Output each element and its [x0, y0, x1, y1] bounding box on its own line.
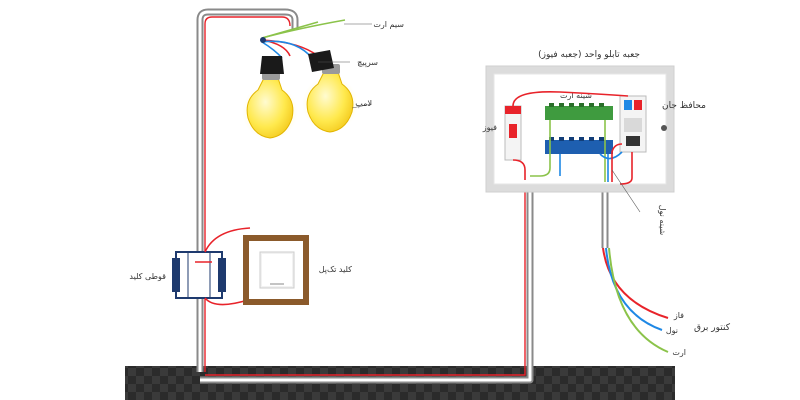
lamp-wires [260, 19, 346, 59]
label-single-switch: کلید تک‌پل [319, 265, 352, 274]
brand-site: Excellentkala.com [32, 385, 109, 395]
label-socket: سرپیچ [357, 58, 378, 67]
lamp-left [242, 56, 298, 140]
label-earth-wire: سیم ارت [373, 20, 404, 29]
single-pole-switch [243, 235, 309, 305]
protector-device [619, 95, 647, 153]
brand-logo [5, 365, 29, 393]
neutral-bus-bar [545, 137, 613, 154]
phase-wire-loop [204, 16, 291, 372]
lamp-right [302, 50, 358, 133]
label-panel-title: جعبه تابلو واحد (جعبه فیوز) [538, 50, 640, 60]
label-lamp: لامپ [355, 99, 372, 108]
brand-name: اکسلنت کالا [28, 367, 98, 381]
label-neutral: نول [666, 326, 678, 335]
label-switch-box: قوطی کلید [129, 272, 166, 281]
label-earth: ارت [672, 348, 686, 357]
label-fuse: فیوز [482, 123, 497, 132]
label-protector: محافظ جان [662, 101, 706, 111]
label-earth-bar: شینه ارت [560, 91, 592, 100]
panel-wires [512, 90, 633, 185]
earth-bus-bar [545, 103, 613, 120]
switch-wires [195, 227, 251, 306]
meter-wires [602, 247, 669, 353]
switch-box [172, 251, 226, 299]
label-neutral-bar: شینه نول [658, 205, 667, 236]
fuse-breaker [504, 105, 522, 161]
label-meter: کنتور برق [694, 323, 731, 333]
label-phase: فاز [673, 311, 684, 320]
